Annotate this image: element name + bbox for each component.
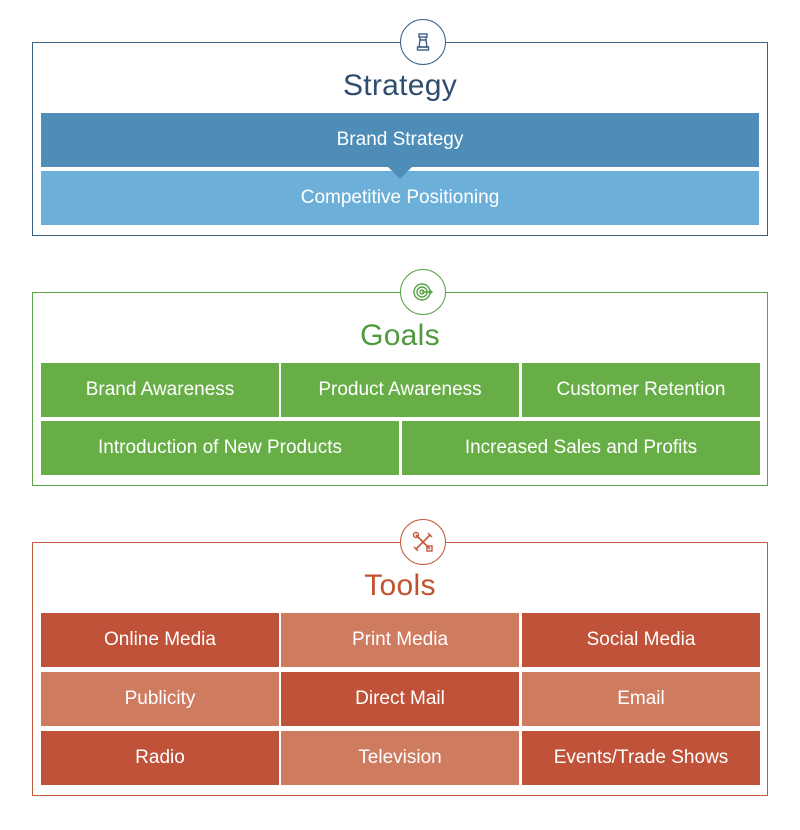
tool-radio: Radio [41,731,279,785]
tools-section: Tools Online Media Print Media Social Me… [32,519,768,796]
strategy-title: Strategy [342,69,458,102]
strategy-section: Strategy Brand Strategy Competitive Posi… [32,19,768,236]
goal-sales-profits: Increased Sales and Profits [402,421,760,475]
goals-title: Goals [360,319,440,352]
goal-product-awareness: Product Awareness [281,363,519,417]
tools-icon [400,519,446,565]
tool-email: Email [522,672,760,726]
goals-section: Goals Brand Awareness Product Awareness … [32,269,768,486]
pointer-arrow [388,167,412,179]
tool-direct-mail: Direct Mail [281,672,519,726]
tool-print-media: Print Media [281,613,519,667]
tool-television: Television [281,731,519,785]
goal-brand-awareness: Brand Awareness [41,363,279,417]
tool-publicity: Publicity [41,672,279,726]
goal-new-products: Introduction of New Products [41,421,399,475]
tools-title: Tools [364,569,436,602]
tool-events-trade-shows: Events/Trade Shows [522,731,760,785]
tool-online-media: Online Media [41,613,279,667]
target-icon [400,269,446,315]
chess-rook-icon [400,19,446,65]
brand-strategy-bar: Brand Strategy [41,113,759,167]
tool-social-media: Social Media [522,613,760,667]
competitive-positioning-bar: Competitive Positioning [41,171,759,225]
goal-customer-retention: Customer Retention [522,363,760,417]
